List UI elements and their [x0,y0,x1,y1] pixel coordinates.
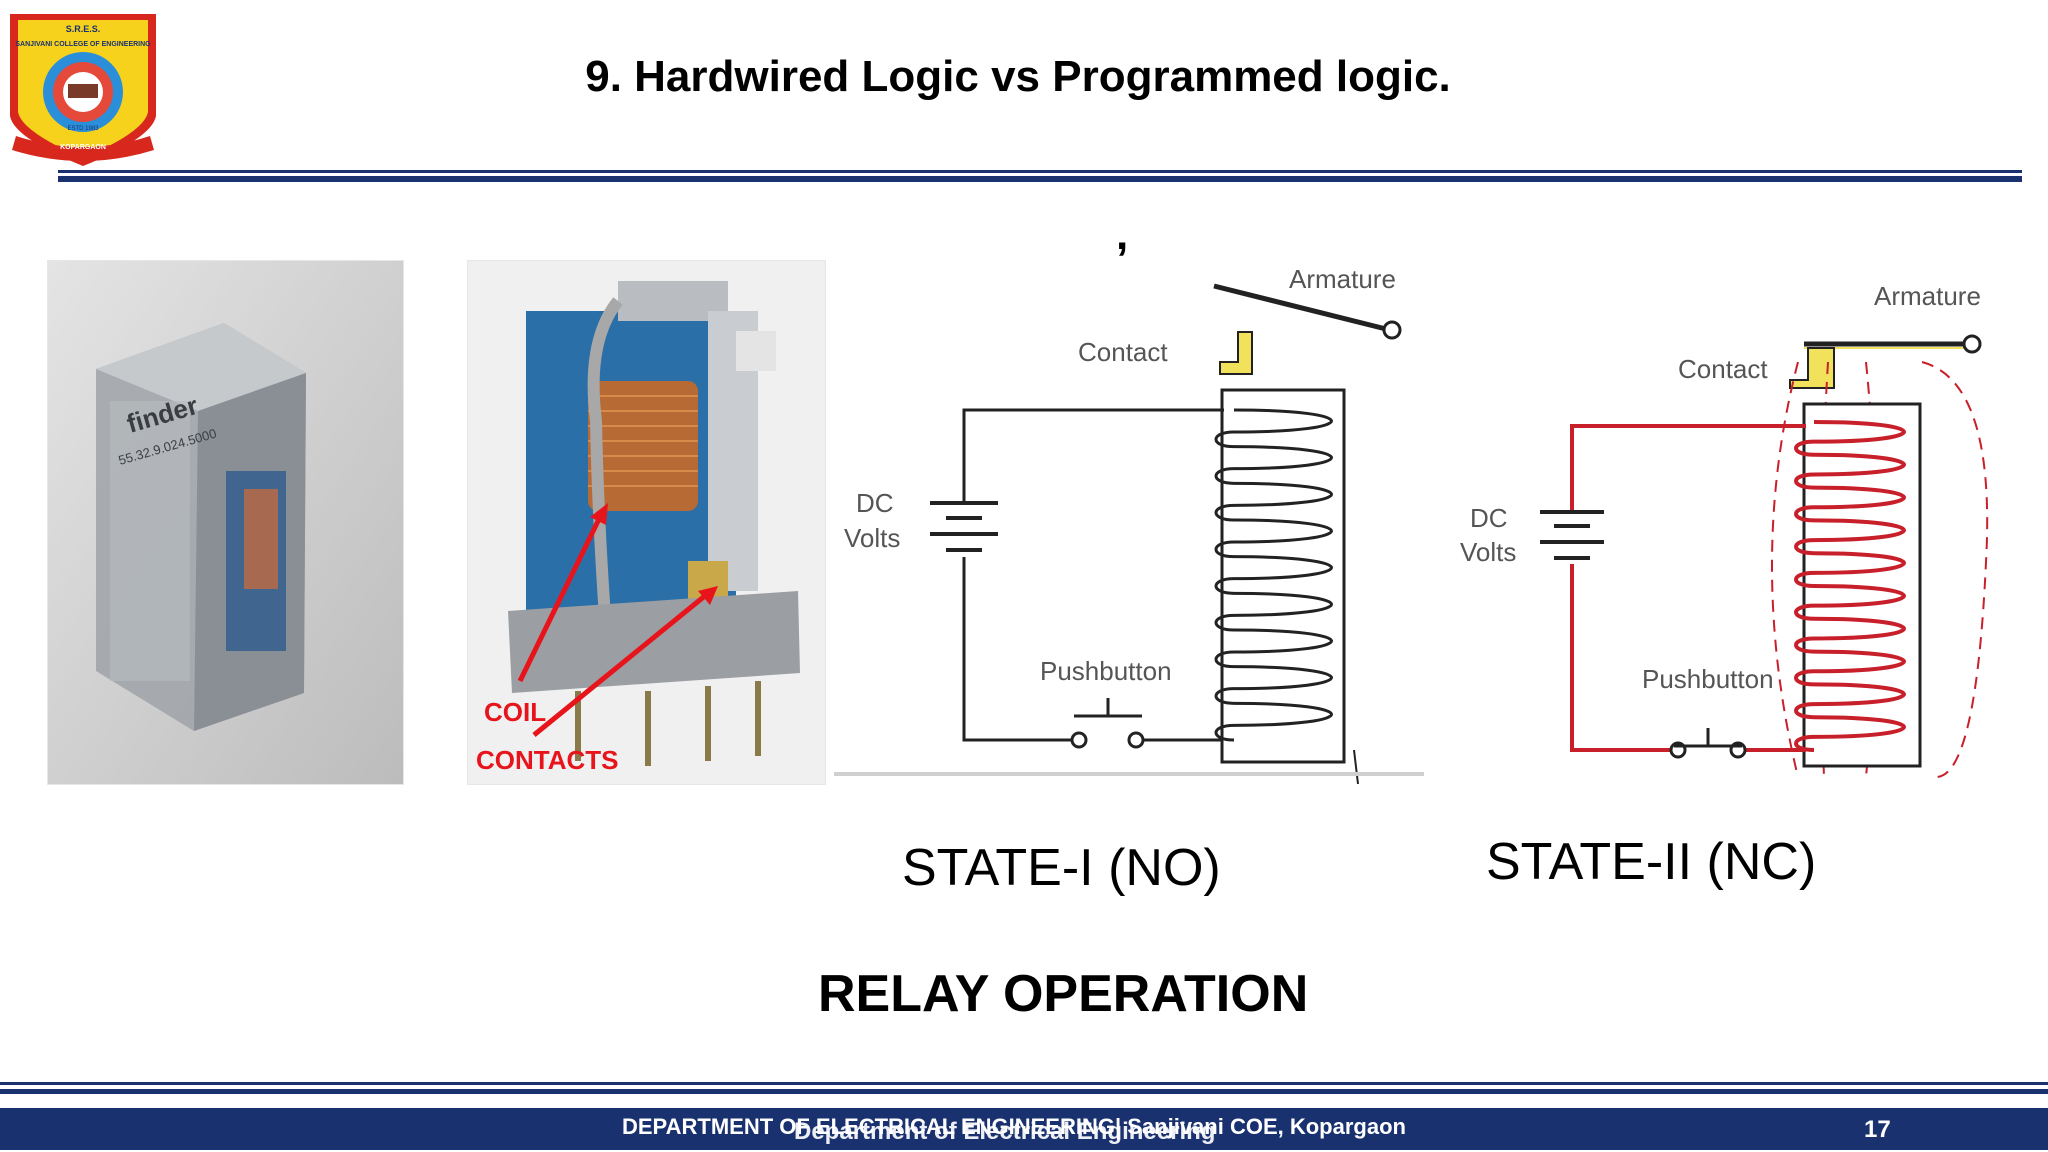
logo-ribbon-text: KOPARGAON [60,144,106,151]
callout-coil: COIL [484,697,546,727]
state-2-caption: STATE-II (NC) [1486,833,1817,891]
bottom-wire [962,557,1074,742]
callout-contacts: CONTACTS [476,745,619,775]
footer-bar [0,1108,2048,1150]
coil-winding [1214,408,1333,742]
logo-top-text: S.R.E.S. [66,24,101,34]
volts-label: Volts [844,523,900,553]
relay-case-photo: finder 55.32.9.024.5000 [47,260,404,785]
footer-overlay-text: Department of Electrical Engineering [794,1118,1216,1145]
contact-block [1219,331,1253,375]
bottom-wire [1570,564,1674,752]
logo-name-text: SANJIVANI COLLEGE OF ENGINEERING [15,41,151,48]
slide-title: 9. Hardwired Logic vs Programmed logic. [585,52,1451,101]
armature-label: Armature [1289,264,1396,294]
state-1-caption: STATE-I (NO) [902,839,1221,897]
dc-label: DC [856,488,894,518]
battery-symbol [1540,510,1604,560]
college-logo: S.R.E.S. SANJIVANI COLLEGE OF ENGINEERIN… [2,8,164,168]
footer-department-text: DEPARTMENT OF ELECTRICAL ENGINEERING| Sa… [622,1114,1406,1139]
footer-rule [0,1082,2048,1094]
logo-estd-text: ESTD 1983 [67,126,99,132]
section-heading: RELAY OPERATION [818,965,1309,1023]
pushbutton-switch [1669,728,1747,759]
top-wire [1570,424,1806,510]
volts-label: Volts [1460,537,1516,567]
stray-comma: , [1116,210,1129,259]
header-rule [58,170,2022,184]
contact-label: Contact [1678,354,1768,384]
pushbutton-label: Pushbutton [1040,656,1172,686]
contact-block [1789,347,1835,389]
state-1-diagram: Armature Contact DC Volts Pushbutton [834,260,1424,785]
contact-label: Contact [1078,337,1168,367]
state-2-diagram: Armature Contact DC Volts Pushbutton [1446,262,2002,782]
armature-label: Armature [1874,281,1981,311]
pushbutton-switch [1070,698,1145,749]
pushbutton-label: Pushbutton [1642,664,1774,694]
page-number: 17 [1864,1116,1891,1143]
coil-winding [1794,420,1906,752]
dc-label: DC [1470,503,1508,533]
battery-symbol [930,501,998,552]
top-wire [962,408,1224,503]
relay-closeup-photo: COIL CONTACTS [467,260,826,785]
armature-lever [1213,283,1391,333]
